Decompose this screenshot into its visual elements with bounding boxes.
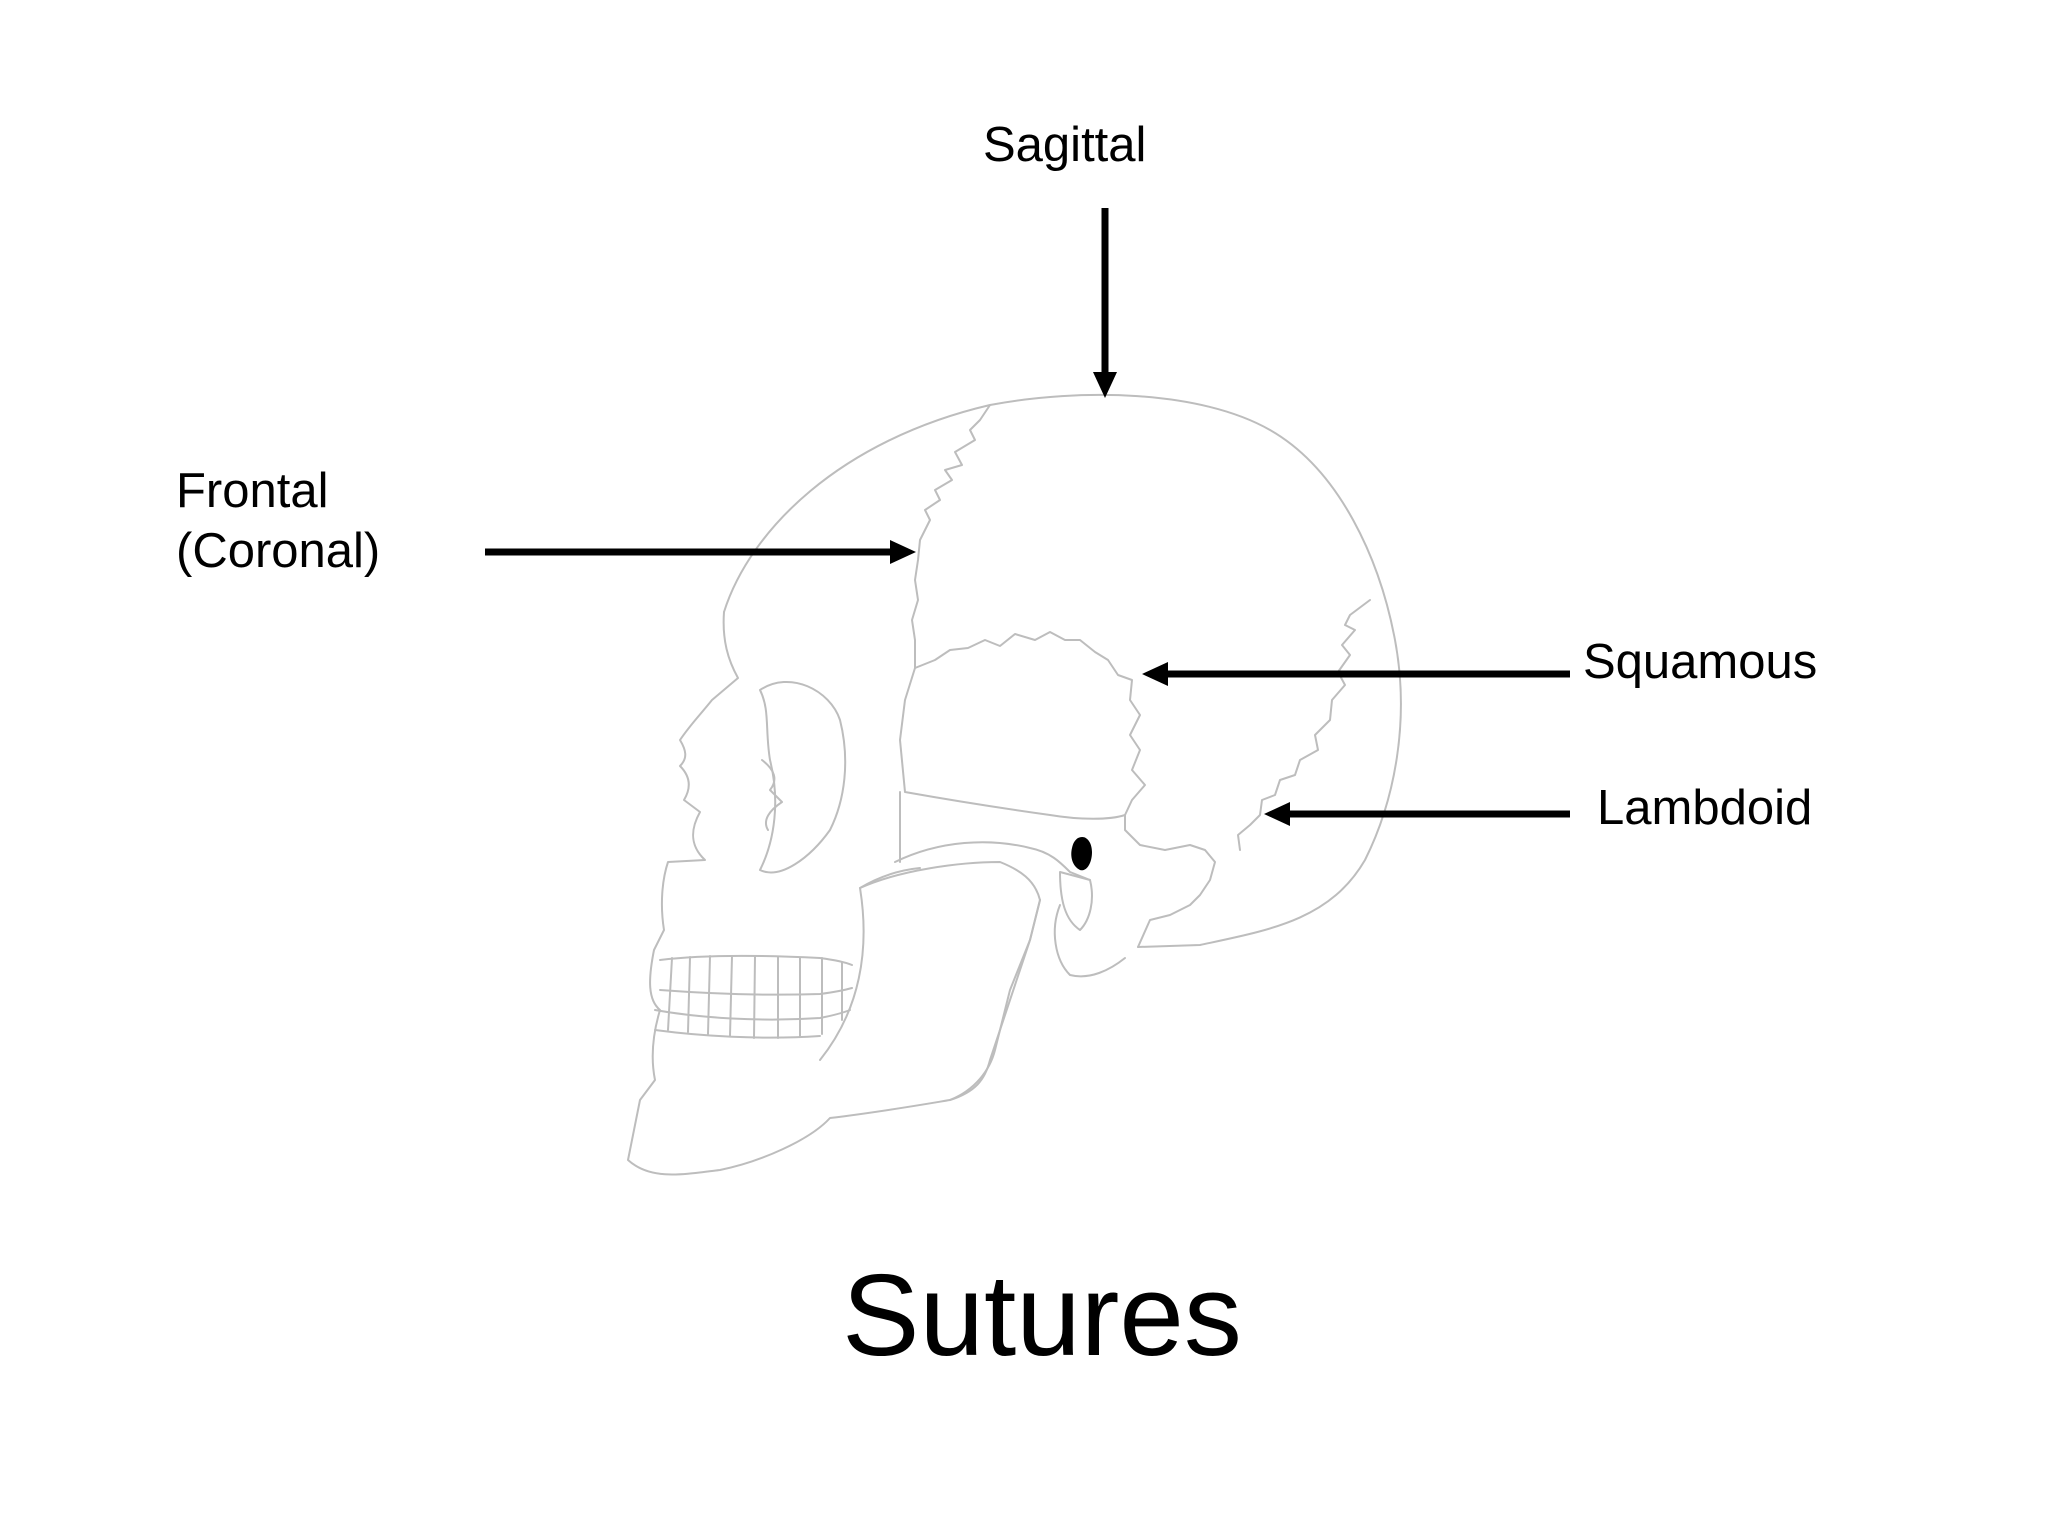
frontal-label-line2: (Coronal)	[176, 524, 381, 578]
zygomatic-arch	[894, 841, 1091, 881]
squamous-outline	[899, 631, 1146, 820]
mandible	[949, 899, 1041, 1101]
lambdoid-arrow	[1264, 802, 1570, 826]
cranium-outline	[723, 393, 1402, 948]
nasal-area	[761, 759, 783, 831]
frontal-label-line1: Frontal	[176, 464, 329, 518]
squamous-label: Squamous	[1583, 635, 1818, 689]
frontal-label: Frontal (Coronal)	[176, 461, 380, 581]
lambdoid-suture	[1237, 599, 1371, 851]
sagittal-arrow	[1093, 208, 1117, 398]
teeth-dividers	[667, 955, 843, 1039]
frontal-arrow	[485, 540, 916, 564]
ear-canal-icon	[1071, 836, 1092, 871]
mastoid-process	[1059, 871, 1093, 931]
face-profile	[627, 611, 1041, 1176]
temporal-line	[859, 791, 921, 889]
mastoid-tip	[1053, 904, 1126, 978]
mandible-ramus	[819, 861, 1041, 1061]
coronal-suture	[911, 404, 991, 669]
diagram-title: Sutures	[842, 1250, 1242, 1380]
lambdoid-label: Lambdoid	[1597, 781, 1813, 835]
sagittal-label: Sagittal	[983, 118, 1147, 172]
squamous-arrow	[1142, 662, 1570, 686]
occipital	[1124, 814, 1216, 948]
teeth-lower	[654, 1009, 851, 1039]
orbit	[759, 680, 847, 874]
